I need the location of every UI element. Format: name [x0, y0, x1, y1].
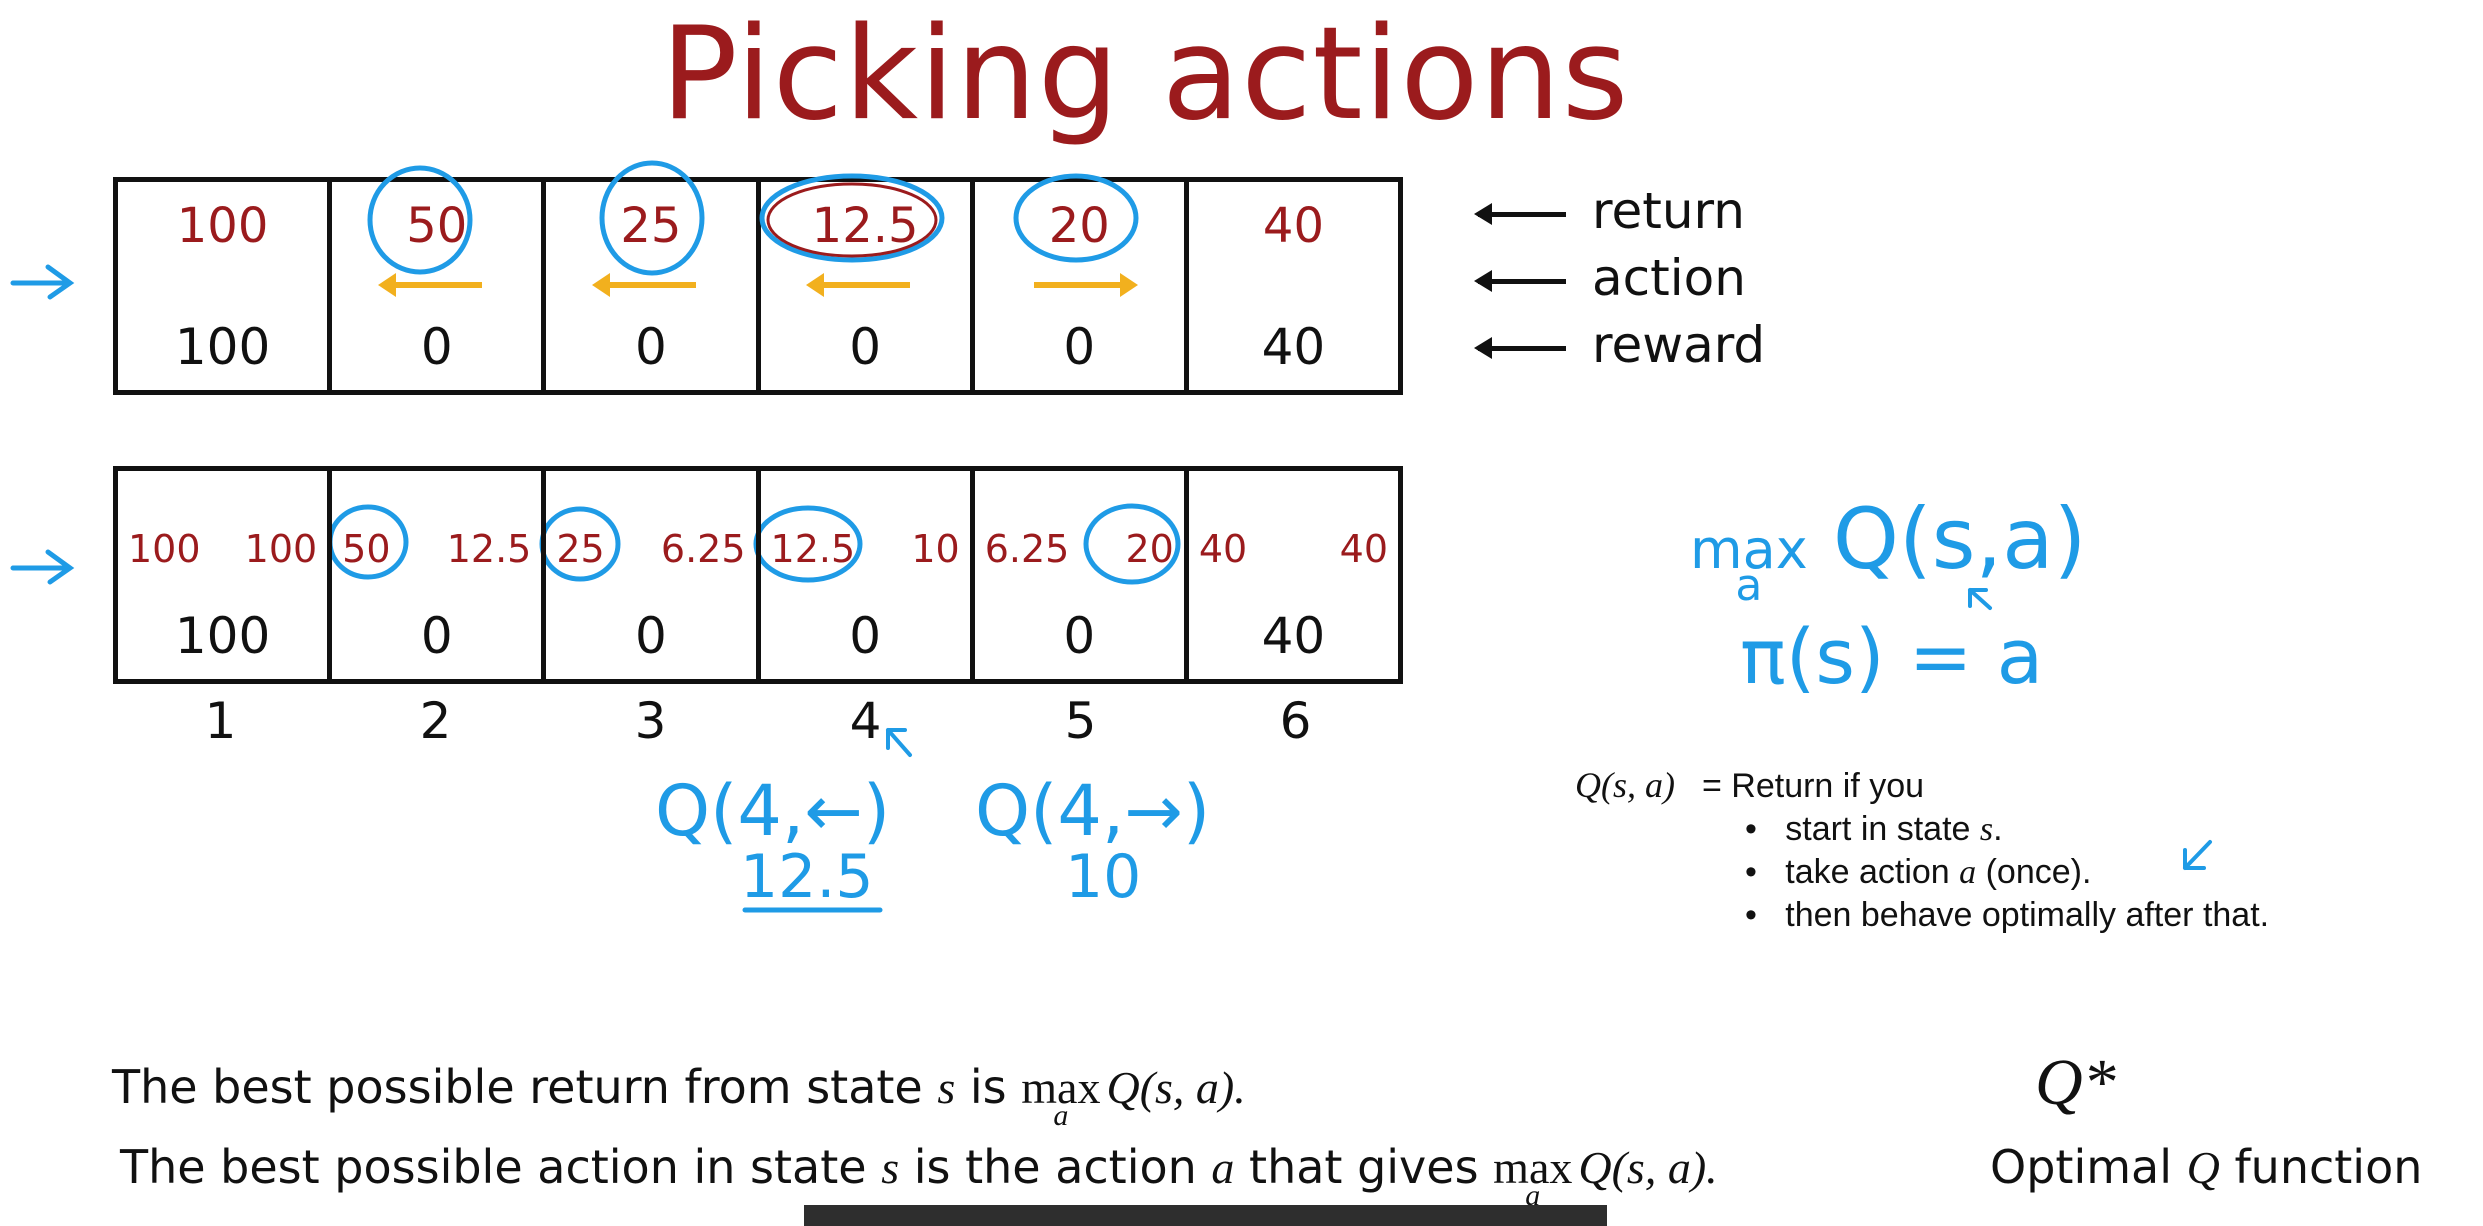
- state-number: 6: [1279, 692, 1312, 750]
- legend-action: action: [1474, 249, 1746, 307]
- return-value: 100: [176, 198, 269, 254]
- left-arrow-icon: [1474, 337, 1566, 359]
- q-left-value: 100: [128, 527, 201, 571]
- handwritten-policy: π(s) = a: [1740, 612, 2044, 701]
- state-number-row: 1 2 3 4 5 6: [113, 692, 1403, 750]
- start-arrow-icon: [10, 264, 75, 300]
- state-number: 4: [849, 692, 882, 750]
- bottom-cell-2: 50 12.5 0: [332, 471, 547, 679]
- q-definition: Q(s, a) = Return if you: [1575, 765, 1925, 805]
- q-left-value: 25: [556, 527, 605, 571]
- best-return-sentence: The best possible return from state s is…: [112, 1060, 1246, 1132]
- reward-value: 0: [635, 607, 667, 665]
- reward-value: 0: [1063, 607, 1096, 665]
- q-left-value: 6.25: [984, 527, 1070, 571]
- page-title: Picking actions: [660, 0, 1630, 149]
- left-action-arrow-icon: [591, 273, 696, 297]
- bottom-cell-6: 40 40 40: [1189, 471, 1398, 679]
- top-cell-5: 20 0: [975, 182, 1189, 390]
- handwritten-q4-left-value: 12.5: [740, 842, 874, 912]
- top-cell-3: 25 0: [546, 182, 761, 390]
- left-action-arrow-icon: [806, 273, 911, 297]
- q-right-value: 10: [911, 527, 960, 571]
- reward-value: 0: [420, 607, 453, 665]
- state-number: 1: [204, 692, 237, 750]
- q-left-value: 50: [342, 527, 391, 571]
- left-action-arrow-icon: [377, 273, 482, 297]
- handwritten-q4-left: Q(4,←): [655, 770, 891, 852]
- q-right-value: 20: [1125, 527, 1174, 571]
- q-star-symbol: Q*: [2035, 1046, 2116, 1119]
- return-value: 25: [620, 198, 682, 254]
- video-overlay-bar: [804, 1205, 1607, 1226]
- bottom-state-grid: 100 100 100 50 12.5 0 25 6.25 0 12.5 10 …: [113, 466, 1403, 684]
- left-arrow-icon: [1474, 203, 1566, 225]
- return-value: 12.5: [811, 198, 919, 254]
- handwritten-q4-right-value: 10: [1065, 842, 1142, 912]
- state-number: 2: [419, 692, 452, 750]
- pointer-arrow-icon: [1968, 588, 1992, 610]
- reward-value: 100: [174, 607, 271, 665]
- left-arrow-icon: [1474, 270, 1566, 292]
- reward-value: 40: [1261, 318, 1326, 376]
- return-value: 40: [1262, 198, 1324, 254]
- reward-value: 0: [420, 318, 453, 376]
- top-cell-1: 100 100: [118, 182, 333, 390]
- reward-value: 100: [174, 318, 271, 376]
- bottom-cell-3: 25 6.25 0: [546, 471, 761, 679]
- bullet-item: • start in state s.: [1745, 810, 2003, 848]
- bottom-cell-1: 100 100 100: [118, 471, 333, 679]
- legend: return action reward: [1474, 182, 1798, 382]
- reward-value: 40: [1261, 607, 1326, 665]
- q-left-value: 12.5: [770, 527, 856, 571]
- bottom-cell-5: 6.25 20 0: [975, 471, 1189, 679]
- q-right-value: 6.25: [660, 527, 746, 571]
- reward-value: 0: [1063, 318, 1096, 376]
- q-right-value: 40: [1339, 527, 1389, 571]
- handwritten-q4-right: Q(4,→): [975, 770, 1211, 852]
- best-action-sentence: The best possible action in state s is t…: [120, 1140, 1718, 1212]
- reward-value: 0: [635, 318, 667, 376]
- legend-return: return: [1474, 182, 1745, 240]
- handwritten-max: max a Q(s,a): [1690, 490, 2087, 611]
- top-state-grid: 100 100 50 0 25 0 12.5 0 20 0 40 40: [113, 177, 1403, 395]
- reward-value: 0: [849, 318, 881, 376]
- top-cell-6: 40 40: [1189, 182, 1398, 390]
- q-left-value: 40: [1198, 527, 1248, 571]
- return-value: 20: [1048, 198, 1110, 254]
- q-right-value: 100: [244, 527, 318, 571]
- state-number: 3: [634, 692, 667, 750]
- start-arrow-icon: [10, 549, 75, 585]
- bullet-item: • then behave optimally after that.: [1745, 896, 2270, 934]
- q-right-value: 12.5: [446, 527, 532, 571]
- top-cell-4: 12.5 0: [761, 182, 975, 390]
- bullet-item: • take action a (once).: [1745, 853, 2092, 891]
- legend-reward: reward: [1474, 316, 1765, 374]
- state-number: 5: [1064, 692, 1097, 750]
- reward-value: 0: [849, 607, 881, 665]
- right-action-arrow-icon: [1034, 273, 1139, 297]
- q-definition-bullets: • start in state s. • take action a (onc…: [1745, 808, 2269, 937]
- return-value: 50: [406, 198, 468, 254]
- optimal-q-label: Optimal Q function: [1990, 1140, 2423, 1194]
- top-cell-2: 50 0: [332, 182, 547, 390]
- bottom-cell-4: 12.5 10 0: [761, 471, 975, 679]
